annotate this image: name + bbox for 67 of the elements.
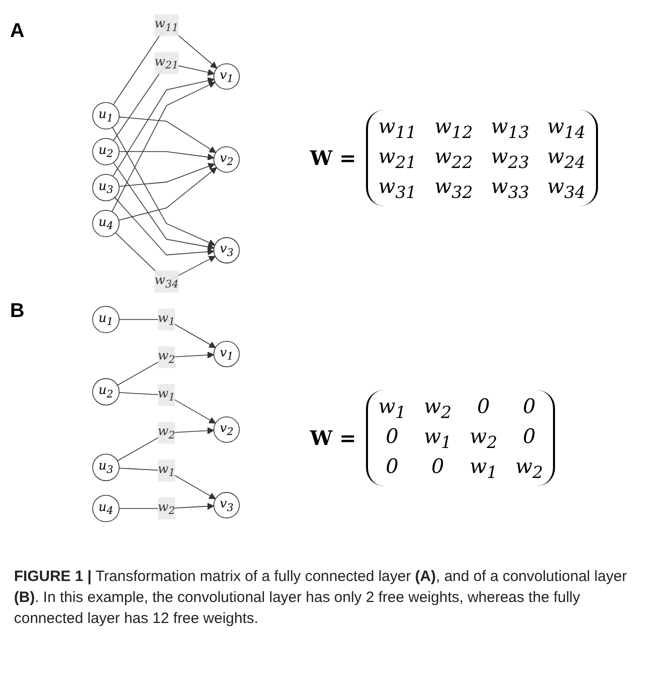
matrix-equation-label: W =: [310, 146, 356, 170]
arrow: [118, 392, 216, 424]
arrow: [112, 82, 216, 212]
matrix-entry: 0: [430, 454, 446, 480]
matrix-entry: 0: [522, 394, 537, 420]
node-circle: u$_{2}$: [92, 138, 120, 166]
arrow: [118, 502, 214, 510]
matrix-entry: w$_{22}$: [434, 144, 473, 172]
arrow: [118, 319, 216, 348]
node-circle: v$_{2}$: [213, 146, 240, 173]
matrix-entry: w$_{23}$: [490, 144, 530, 172]
arrow: [118, 116, 216, 153]
matrix-entry: w$_{34}$: [547, 174, 586, 202]
edge-label: w$_{1}$: [158, 310, 176, 328]
node-circle: u$_{1}$: [92, 102, 120, 130]
arrow: [118, 468, 216, 500]
node-circle: u$_{3}$: [92, 454, 120, 482]
matrix-entry: w$_{24}$: [547, 144, 586, 172]
matrix-entry: w$_{2}$: [515, 454, 544, 482]
node-circle: u$_{2}$: [92, 378, 120, 406]
matrix-entry: w$_{2}$: [424, 394, 452, 422]
matrix-entry: w$_{14}$: [547, 114, 586, 142]
matrix-entry: w$_{31}$: [378, 174, 417, 202]
node-circle: v$_{1}$: [213, 340, 240, 368]
matrix-equation-label: W =: [310, 426, 356, 450]
figure-caption: FIGURE 1 | Transformation matrix of a fully connected layer (A), and of a convolutional layer (B). In this example, the convolutional layer has only 2 free weights, whereas the fully connected layer has 12 free weights.: [14, 567, 628, 629]
node-circle: v$_{3}$: [213, 492, 240, 518]
arrow: [114, 197, 214, 256]
node-circle: v$_{2}$: [213, 416, 240, 443]
matrix-entry: 0: [476, 394, 491, 420]
arrow: [112, 77, 214, 177]
matrix-entry: w$_{33}$: [490, 174, 530, 202]
node-circle: v$_{3}$: [213, 237, 240, 264]
matrix-entry: w$_{1}$: [378, 394, 406, 422]
matrix-entry: w$_{11}$: [378, 114, 417, 142]
edge-label: w$_{2}$: [158, 348, 176, 366]
arrow: [117, 427, 214, 462]
arrow: [118, 167, 217, 221]
arrow: [118, 151, 214, 160]
edge-label: w$_{11}$: [154, 16, 179, 34]
arrow: [112, 126, 216, 246]
node-circle: u$_{4}$: [92, 494, 120, 522]
matrix-entry: 0: [384, 424, 400, 450]
arrow: [117, 352, 214, 386]
arrow: [113, 162, 214, 250]
matrix-entry: w$_{32}$: [434, 174, 473, 202]
matrix-entry: w$_{1}$: [470, 454, 498, 482]
matrix-entry: w$_{12}$: [434, 114, 473, 142]
node-circle: v$_{1}$: [213, 63, 240, 90]
panel-letter: B: [10, 300, 24, 323]
matrix-entry: 0: [384, 454, 400, 480]
panel-letter: A: [10, 20, 24, 43]
arrow: [118, 162, 215, 187]
edge-label: w$_{2}$: [158, 423, 176, 442]
edge-label: w$_{21}$: [154, 54, 179, 72]
matrix-entry: w$_{2}$: [470, 424, 498, 452]
node-circle: u$_{1}$: [92, 306, 120, 334]
edge-label: w$_{34}$: [154, 272, 179, 290]
edge-label: w$_{1}$: [158, 386, 176, 404]
matrix-entry: w$_{1}$: [424, 424, 452, 452]
matrix-entry: w$_{13}$: [490, 114, 530, 142]
node-circle: u$_{3}$: [92, 174, 120, 202]
edge-label: w$_{1}$: [158, 461, 176, 480]
edge-label: w$_{2}$: [158, 498, 176, 518]
matrix-entry: 0: [522, 424, 537, 450]
matrix-entry: w$_{21}$: [378, 144, 417, 172]
node-circle: u$_{4}$: [92, 210, 120, 238]
